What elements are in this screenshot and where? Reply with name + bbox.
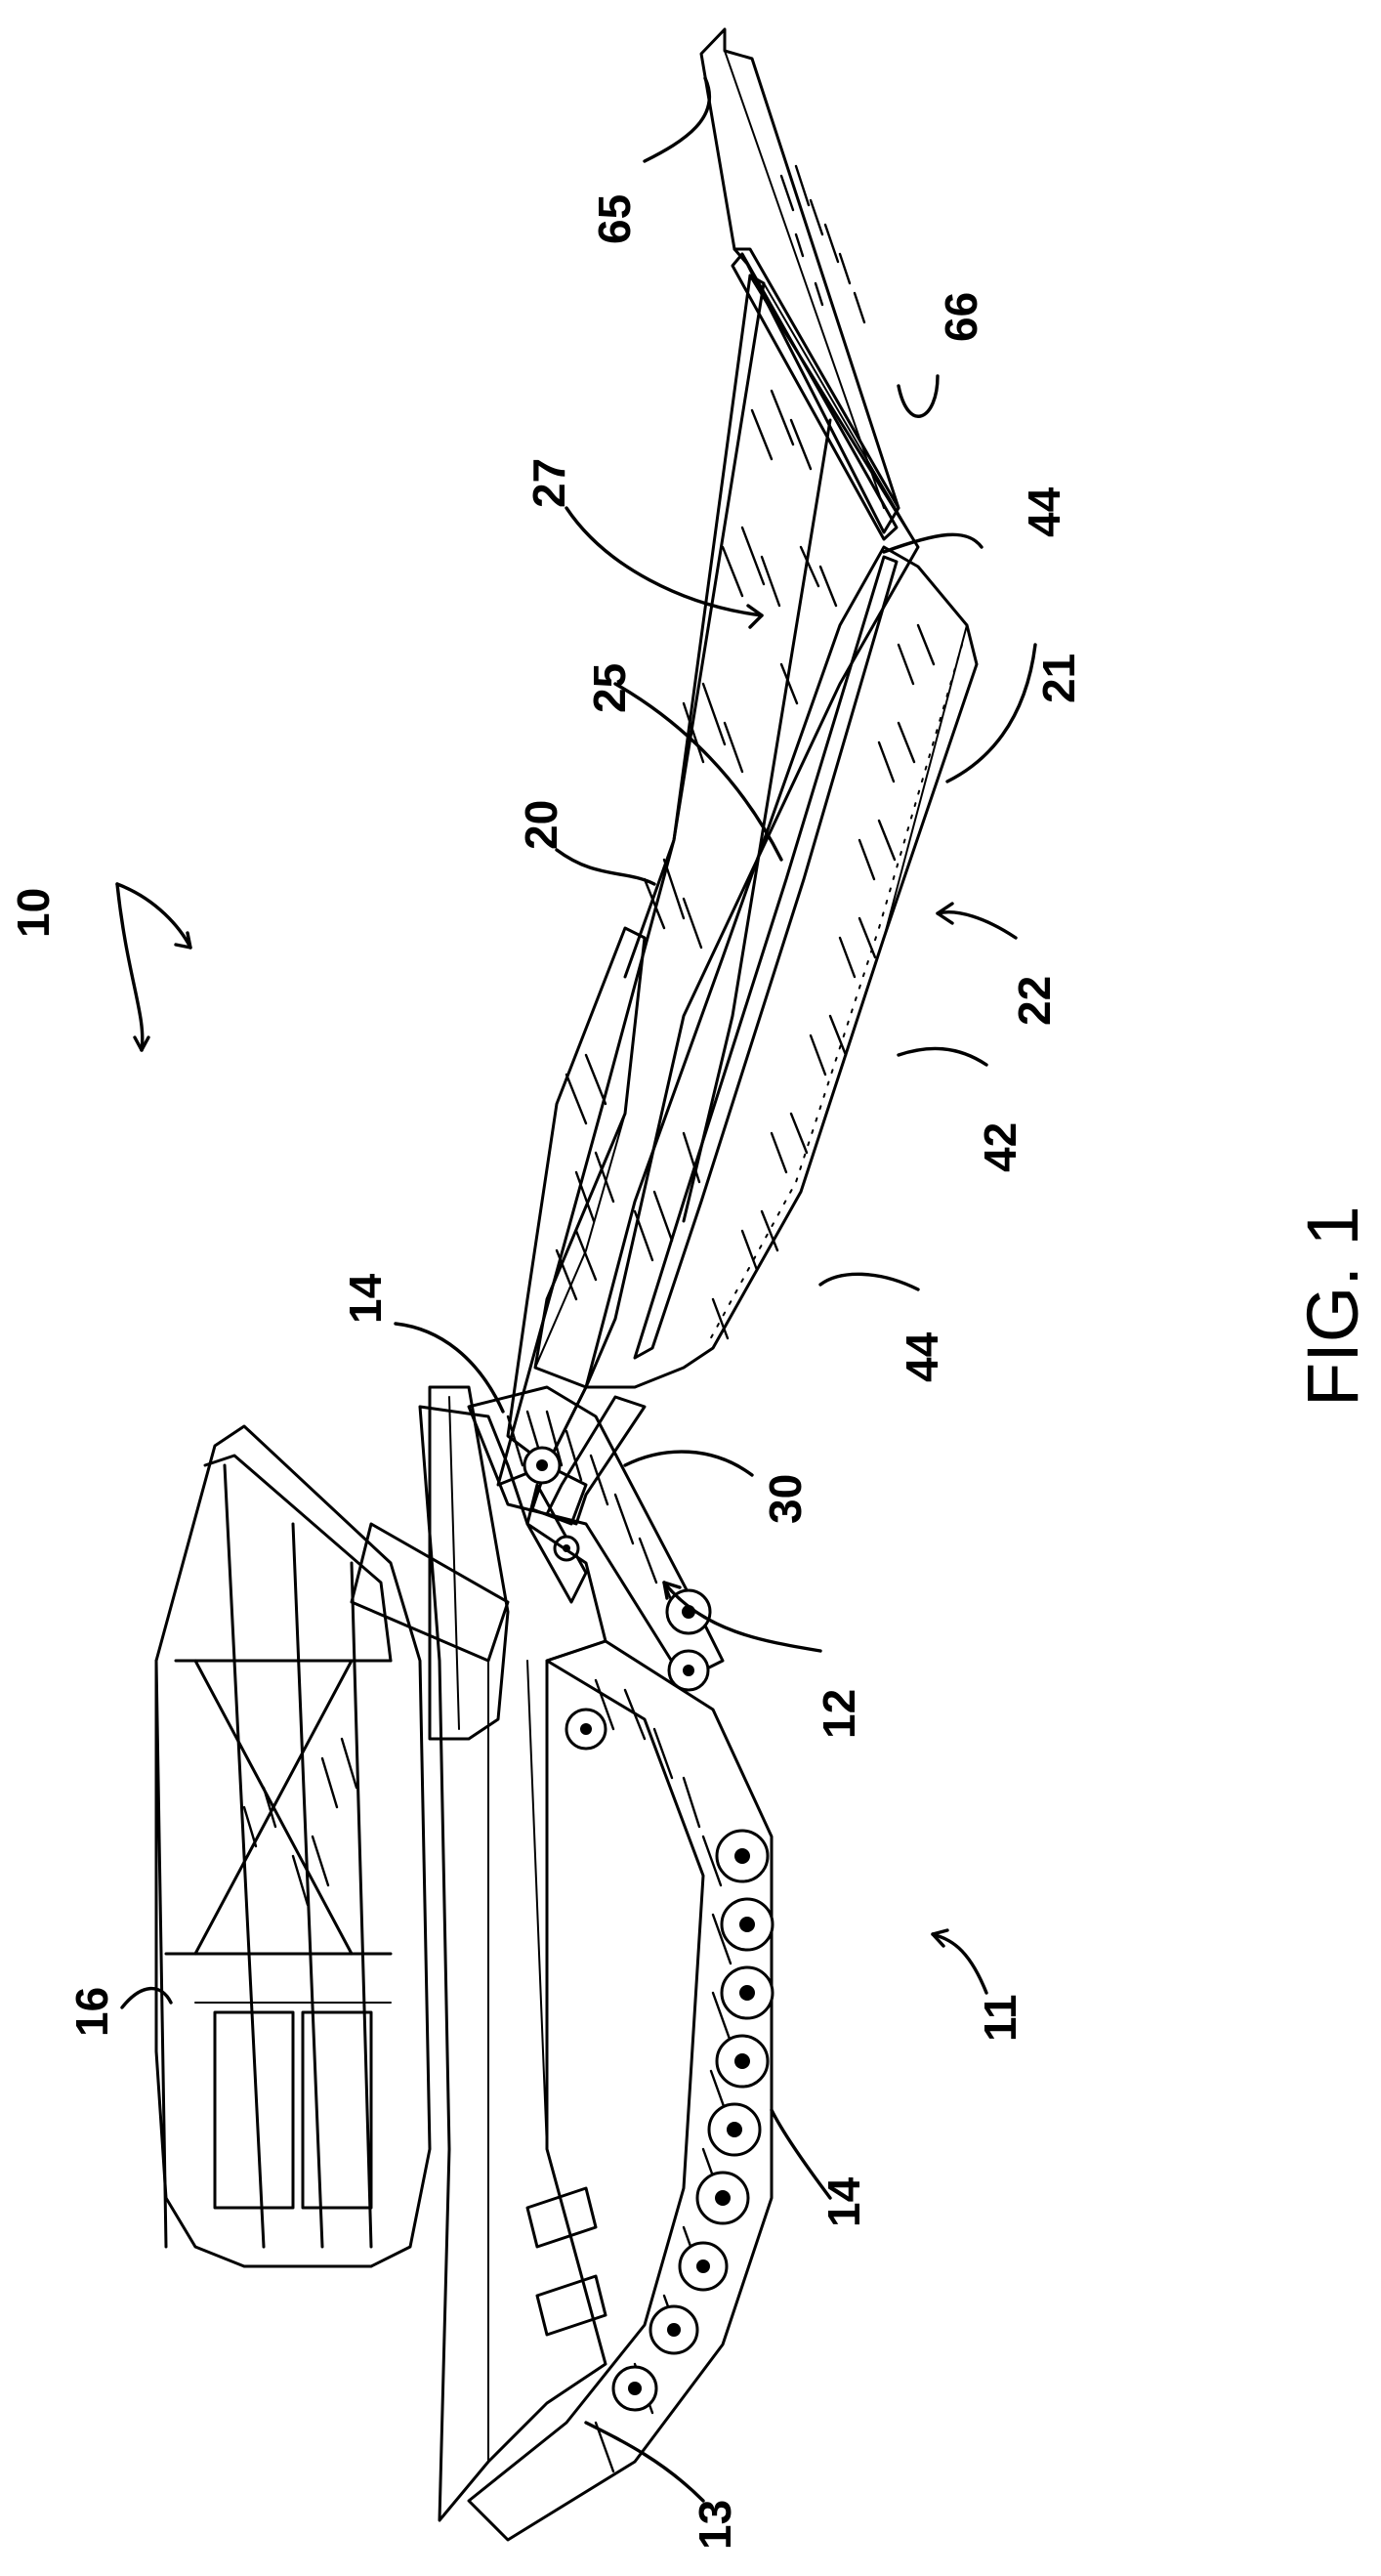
cargo-bed [352,1387,508,1739]
leader-20 [557,850,654,884]
ramp [701,29,899,532]
tracked-vehicle [156,1387,773,2540]
ref-44-front: 44 [1019,486,1069,537]
ref-13: 13 [690,2500,740,2550]
ref-10: 10 [8,888,59,938]
leader-22 [938,912,1016,938]
trailer-side-deck [508,928,699,1465]
leader-10b [117,884,190,948]
pontoon-hull [586,547,977,1387]
tongue-and-hitch [527,1397,645,1602]
leader-27 [566,508,762,615]
ref-27: 27 [523,458,574,508]
leader-65 [645,78,709,161]
leader-13 [586,2423,703,2501]
leader-27-head [748,606,762,627]
leader-66 [899,376,938,416]
rear-track [469,1641,773,2540]
ref-25: 25 [584,663,635,713]
leader-44-rear [820,1274,918,1289]
ref-12: 12 [814,1689,864,1739]
ref-16: 16 [66,1987,117,2037]
leader-lines [117,78,1035,2501]
ref-65: 65 [589,194,640,244]
ref-14-front: 14 [340,1273,391,1324]
ref-42: 42 [975,1122,1025,1172]
ref-11: 11 [975,1994,1025,2042]
ref-30: 30 [760,1474,811,1524]
vehicle-body [420,1407,606,2520]
ref-44-rear: 44 [897,1331,947,1382]
leader-16 [122,1989,171,2007]
ref-21: 21 [1033,654,1084,703]
trailer-drawing [498,29,977,1485]
leader-30 [625,1452,752,1475]
leader-44-front [884,534,982,552]
leader-10a [117,884,143,1050]
leader-42 [899,1048,986,1065]
ref-66: 66 [936,292,986,342]
leader-25 [615,684,781,860]
figure-caption: FIG. 1 [1292,1205,1373,1407]
cab-frame [156,1426,430,2266]
ref-20: 20 [516,800,566,850]
ref-14-rear: 14 [818,2176,869,2227]
ref-22: 22 [1009,976,1060,1026]
